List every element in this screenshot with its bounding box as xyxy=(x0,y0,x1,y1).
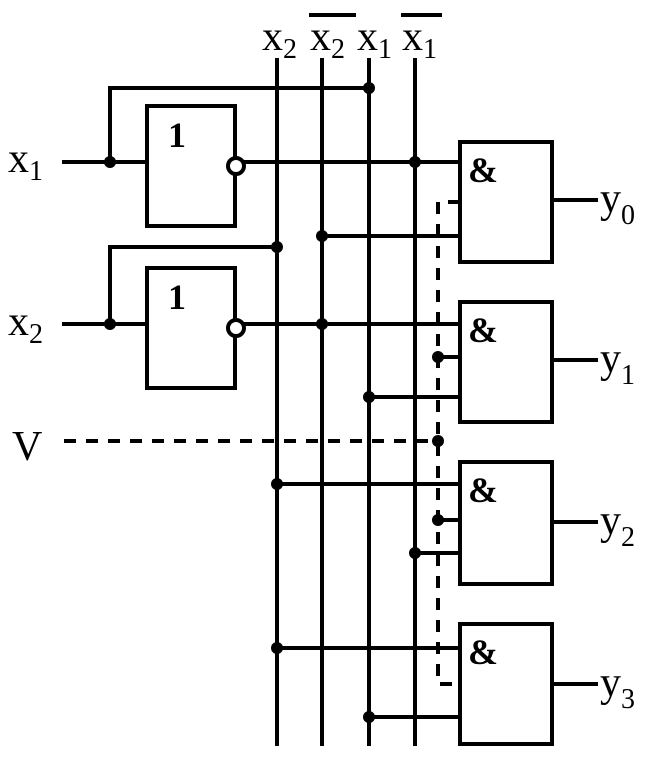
junction-dot xyxy=(409,156,421,168)
junction-dot xyxy=(271,642,283,654)
and-symbol: & xyxy=(468,470,498,510)
and-symbol: & xyxy=(468,632,498,672)
junction-dot xyxy=(271,478,283,490)
inverter-symbol: 1 xyxy=(168,277,186,317)
and-symbol: & xyxy=(468,310,498,350)
junction-dot xyxy=(104,156,116,168)
junction-dot xyxy=(432,435,444,447)
and-gate-3 xyxy=(458,622,554,746)
and-gate-2 xyxy=(458,460,554,586)
inverter-gate-2 xyxy=(145,266,237,390)
junction-dot xyxy=(363,391,375,403)
junction-dot xyxy=(432,351,444,363)
junction-dot xyxy=(316,230,328,242)
junction-dot xyxy=(409,547,421,559)
output-label-y3: y3 xyxy=(600,660,635,715)
bus-label-x1-bar: x1 xyxy=(402,14,437,65)
input-label-x1: x1 xyxy=(8,136,43,187)
inverter-bubble xyxy=(226,156,246,176)
junction-dot xyxy=(104,318,116,330)
junction-dot xyxy=(271,241,283,253)
bus-label-x2-bar: x2 xyxy=(310,14,345,65)
junction-dot xyxy=(363,711,375,723)
output-label-y1: y1 xyxy=(600,336,635,391)
junction-dot xyxy=(363,82,375,94)
wire-v-bus xyxy=(436,200,460,686)
and-gate-0 xyxy=(458,140,554,264)
input-label-v: V xyxy=(12,424,42,470)
inverter-gate-1 xyxy=(145,104,237,228)
bus-labels: x2 x2 x1 x1 xyxy=(262,13,442,65)
output-label-y0: y0 xyxy=(600,176,635,231)
inverter-bubble xyxy=(226,318,246,338)
bus-label-x1: x1 xyxy=(357,14,392,65)
output-label-y2: y2 xyxy=(600,498,635,553)
wire-x1-to-bus xyxy=(108,86,369,162)
bus-label-x2: x2 xyxy=(262,14,297,65)
wire-x2-to-bus xyxy=(108,245,277,324)
junction-dot xyxy=(432,514,444,526)
junction-dot xyxy=(316,318,328,330)
and-symbol: & xyxy=(468,150,498,190)
input-label-x2: x2 xyxy=(8,299,43,350)
inverter-symbol: 1 xyxy=(168,115,186,155)
